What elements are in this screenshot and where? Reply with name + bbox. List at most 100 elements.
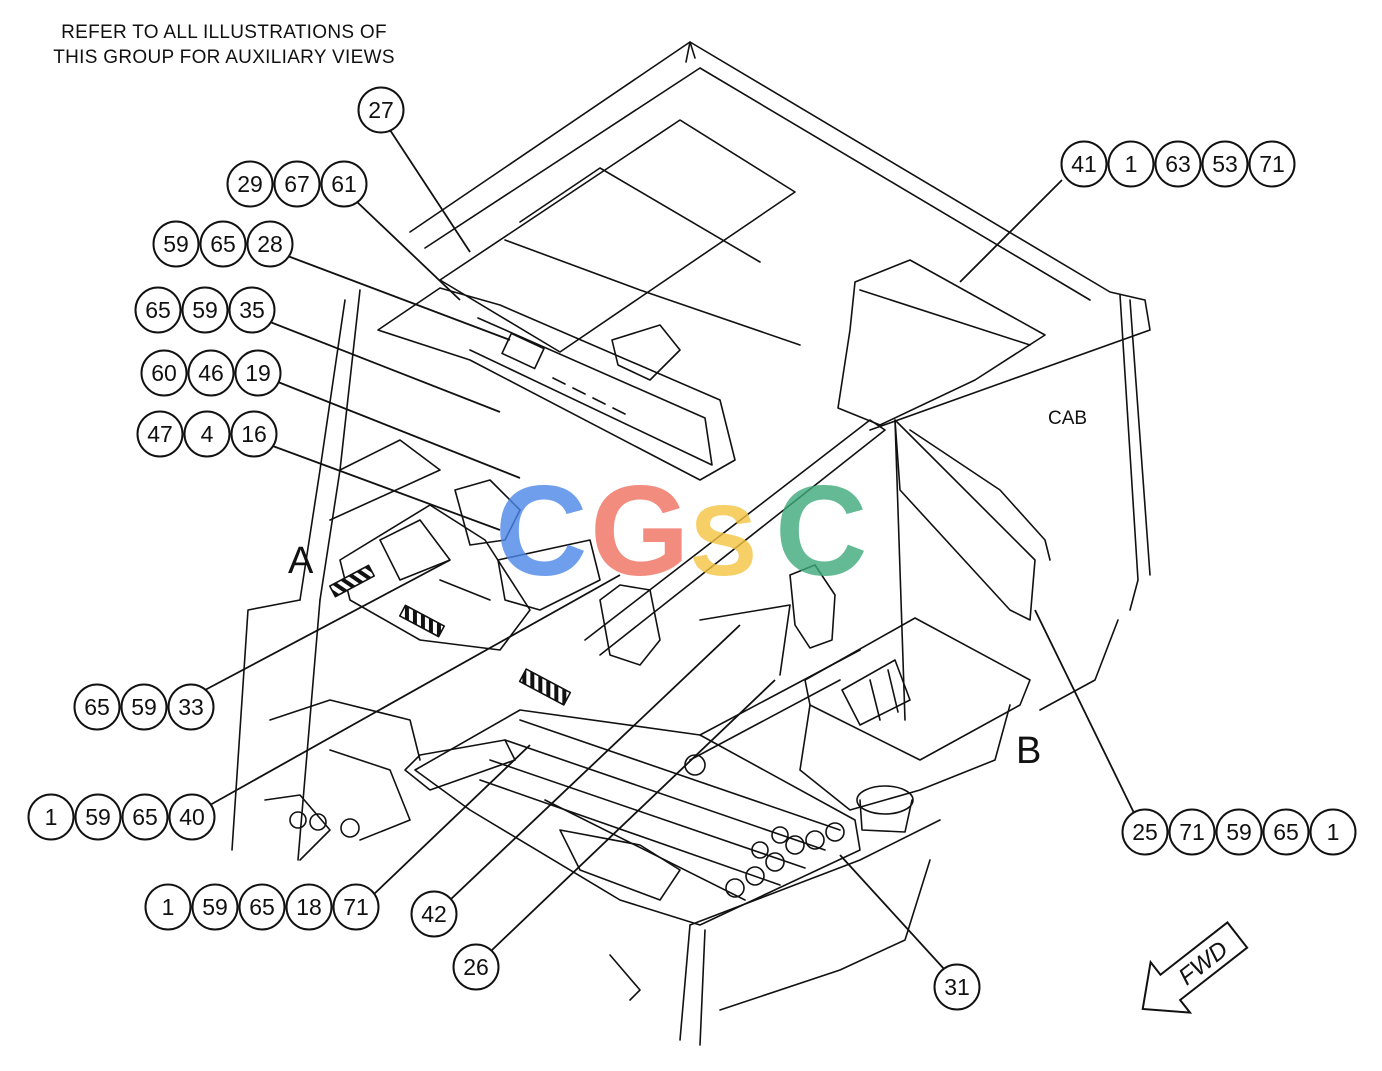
callout-number: 46 bbox=[198, 360, 224, 386]
center-strut bbox=[584, 419, 886, 656]
auxiliary-views-note: REFER TO ALL ILLUSTRATIONS OF THIS GROUP… bbox=[18, 20, 430, 70]
callout-number: 71 bbox=[1179, 819, 1205, 845]
callout-circle bbox=[1060, 140, 1108, 188]
callout-circle bbox=[1154, 140, 1202, 188]
callout-circle bbox=[1215, 808, 1263, 856]
callout-circle bbox=[357, 86, 405, 134]
callout-circle bbox=[183, 410, 231, 458]
callout-number: 41 bbox=[1071, 151, 1097, 177]
callout-circle bbox=[1248, 140, 1296, 188]
callout-number: 59 bbox=[163, 231, 189, 257]
callout-circle bbox=[933, 963, 981, 1011]
callout-circle bbox=[1262, 808, 1310, 856]
callout-circle bbox=[273, 160, 321, 208]
callout-circle bbox=[1121, 808, 1169, 856]
forward-arrow: FWD bbox=[1141, 921, 1249, 1014]
callout-number: 47 bbox=[147, 421, 173, 447]
view-a-label: A bbox=[288, 540, 314, 582]
callout-circle bbox=[181, 286, 229, 334]
vent-grille-3 bbox=[518, 668, 572, 706]
callout-number: 59 bbox=[202, 894, 228, 920]
callout-number: 59 bbox=[1226, 819, 1252, 845]
callout-number: 71 bbox=[343, 894, 369, 920]
callout-group: 31 bbox=[933, 963, 981, 1011]
callout-number: 4 bbox=[201, 421, 214, 447]
dome-light bbox=[611, 324, 681, 381]
callout-circle bbox=[285, 883, 333, 931]
callout-circle bbox=[74, 793, 122, 841]
right-headliner bbox=[837, 259, 1046, 426]
roof-inner-edge bbox=[424, 67, 1091, 301]
callout-circle bbox=[246, 220, 294, 268]
callout-circle bbox=[1309, 808, 1357, 856]
callout-number: 67 bbox=[284, 171, 310, 197]
callout-circle bbox=[152, 220, 200, 268]
callout-group: 1 59 65 18 71 bbox=[144, 883, 380, 931]
callout-number: 42 bbox=[421, 901, 447, 927]
left-a-pillar bbox=[299, 299, 346, 601]
floor-mat bbox=[414, 709, 861, 926]
front-sill bbox=[689, 819, 941, 926]
callout-number: 28 bbox=[257, 231, 283, 257]
headliner-panel bbox=[439, 119, 796, 353]
callout-number: 71 bbox=[1259, 151, 1285, 177]
callout-circle bbox=[167, 683, 215, 731]
callout-circle bbox=[1168, 808, 1216, 856]
watermark-letter-4: C bbox=[775, 460, 867, 603]
callout-circle bbox=[140, 349, 188, 397]
pedal-left bbox=[404, 739, 516, 791]
callout-number: 25 bbox=[1132, 819, 1158, 845]
storage-box bbox=[804, 617, 1031, 761]
callout-number: 59 bbox=[192, 297, 218, 323]
callout-number: 40 bbox=[179, 804, 205, 830]
callout-circle bbox=[191, 883, 239, 931]
callout-group: 59 65 28 bbox=[152, 220, 294, 268]
callout-number: 16 bbox=[241, 421, 267, 447]
callout-circle bbox=[199, 220, 247, 268]
roof-outline bbox=[409, 41, 1151, 431]
callout-circle bbox=[452, 943, 500, 991]
watermark-letter-3: S bbox=[690, 485, 757, 597]
callout-circle bbox=[73, 683, 121, 731]
watermark-letter-2: G bbox=[590, 460, 690, 603]
callout-group: 29 67 61 bbox=[226, 160, 368, 208]
callout-number: 65 bbox=[249, 894, 275, 920]
callout-number: 1 bbox=[1327, 819, 1340, 845]
callout-number: 65 bbox=[132, 804, 158, 830]
callout-circle bbox=[226, 160, 274, 208]
callout-number: 1 bbox=[1125, 151, 1138, 177]
callout-group: 47 4 16 bbox=[136, 410, 278, 458]
callout-circle bbox=[332, 883, 380, 931]
callout-circle bbox=[230, 410, 278, 458]
callout-number: 27 bbox=[368, 97, 394, 123]
callout-number: 65 bbox=[210, 231, 236, 257]
callout-circle bbox=[120, 683, 168, 731]
callout-circle bbox=[134, 286, 182, 334]
watermark-logo: C G S C bbox=[495, 460, 867, 603]
callout-circle bbox=[1107, 140, 1155, 188]
callout-number: 59 bbox=[85, 804, 111, 830]
operator-seat bbox=[599, 584, 661, 666]
note-line-2: THIS GROUP FOR AUXILIARY VIEWS bbox=[53, 47, 395, 68]
callout-circle bbox=[228, 286, 276, 334]
callout-circle bbox=[1201, 140, 1249, 188]
leader-lines bbox=[204, 129, 1136, 971]
callout-number: 53 bbox=[1212, 151, 1238, 177]
callout-number: 18 bbox=[296, 894, 322, 920]
callout-circle bbox=[136, 410, 184, 458]
callout-circle bbox=[168, 793, 216, 841]
callout-number: 1 bbox=[162, 894, 175, 920]
callout-number: 59 bbox=[131, 694, 157, 720]
callout-circle bbox=[121, 793, 169, 841]
vent-grille-2 bbox=[398, 604, 446, 638]
callout-circle bbox=[320, 160, 368, 208]
callout-number: 61 bbox=[331, 171, 357, 197]
callout-number: 35 bbox=[239, 297, 265, 323]
callout-number: 29 bbox=[237, 171, 263, 197]
